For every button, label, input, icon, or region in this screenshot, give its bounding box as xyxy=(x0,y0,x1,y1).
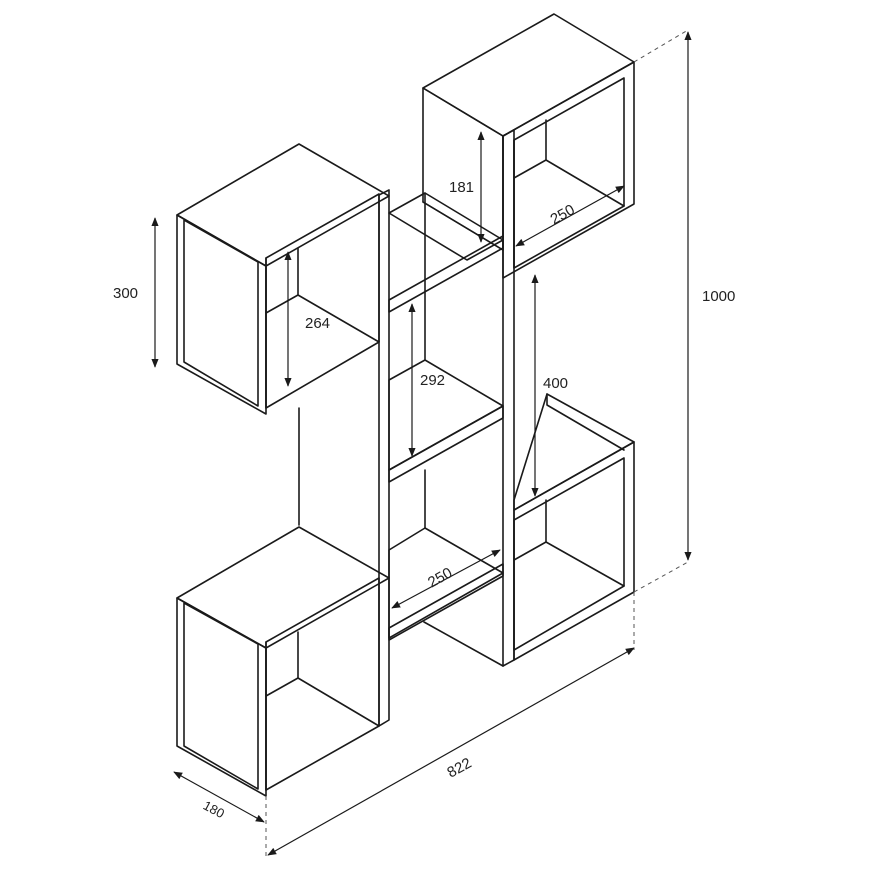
dimension-arrows xyxy=(151,31,692,856)
box-inner-height-label: 264 xyxy=(305,315,330,332)
shelf-width-top-label: 250 xyxy=(548,201,578,228)
width-total-arrow xyxy=(267,647,635,856)
height-total-label: 1000 xyxy=(702,288,735,305)
dimension-labels: 1000 822 180 300 264 181 292 400 250 250 xyxy=(113,179,735,821)
shelf-width-top-arrow xyxy=(515,185,625,247)
width-total-label: 822 xyxy=(444,755,474,782)
extension-lines xyxy=(265,29,689,858)
top-left-box xyxy=(176,143,390,526)
top-gap-label: 181 xyxy=(449,179,474,196)
furniture-drawing xyxy=(176,13,635,797)
bottom-right-box xyxy=(513,393,635,661)
right-gap-label: 400 xyxy=(543,375,568,392)
depth-label: 180 xyxy=(201,798,227,821)
central-shelves xyxy=(378,129,515,727)
box-height-label: 300 xyxy=(113,285,138,302)
depth-arrow xyxy=(173,771,265,823)
mid-gap-label: 292 xyxy=(420,372,445,389)
shelf-width-bottom-arrow xyxy=(391,549,501,609)
bottom-left-box xyxy=(176,526,390,797)
